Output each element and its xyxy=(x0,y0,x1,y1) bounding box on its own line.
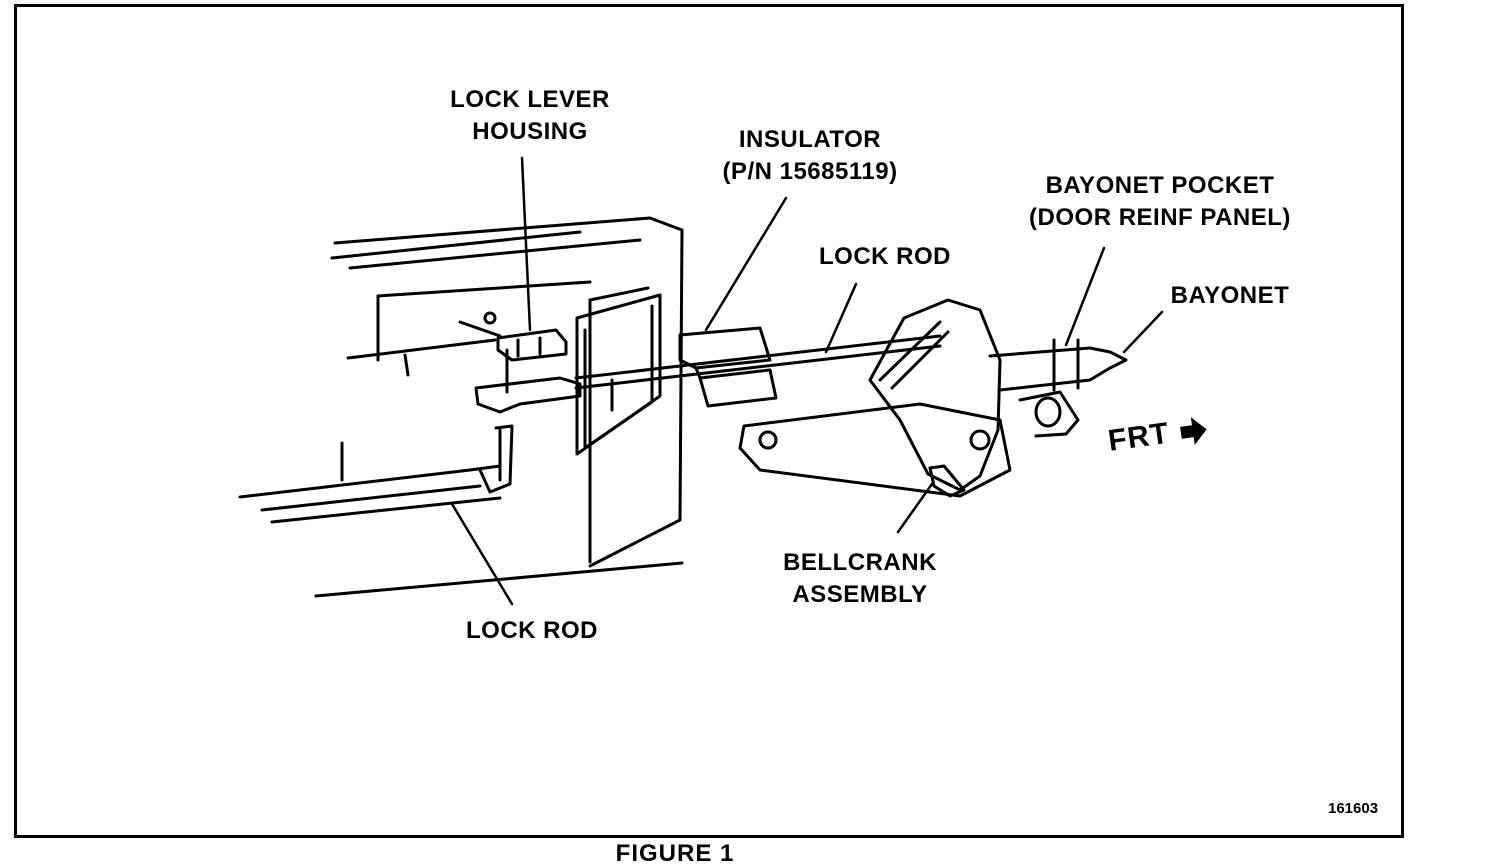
label-frt: FRT xyxy=(1106,416,1172,458)
label-bellcrank-line2: ASSEMBLY xyxy=(792,581,928,608)
lock-lever-housing xyxy=(458,311,568,394)
bayonet xyxy=(988,338,1128,438)
bellcrank-assembly xyxy=(738,298,1012,498)
label-insulator-line1: INSULATOR xyxy=(738,126,882,153)
label-lock-rod-upper: LOCK ROD xyxy=(819,243,951,270)
door-panel xyxy=(238,216,684,598)
diagram-frame xyxy=(14,4,1404,838)
label-bayonet-pocket: BAYONET POCKET (DOOR REINF PANEL) xyxy=(1010,170,1310,234)
label-bayonet-pocket-line2: (DOOR REINF PANEL) xyxy=(1029,204,1291,231)
upper-lock-rod xyxy=(574,334,942,412)
label-bayonet: BAYONET xyxy=(1170,282,1290,309)
leader-lines xyxy=(450,156,1164,606)
label-lock-lever-housing-line2: HOUSING xyxy=(472,118,588,145)
label-bellcrank-assembly: BELLCRANK ASSEMBLY xyxy=(770,547,950,611)
label-insulator: INSULATOR (P/N 15685119) xyxy=(700,124,920,188)
figure-code: 161603 xyxy=(1328,800,1379,817)
lower-lock-rod xyxy=(474,376,582,494)
label-bellcrank-line1: BELLCRANK xyxy=(783,549,937,576)
insulator xyxy=(678,326,778,408)
label-lock-lever-housing: LOCK LEVER HOUSING xyxy=(440,84,620,148)
right-arrow-icon xyxy=(1179,417,1207,446)
label-lock-rod-lower: LOCK ROD xyxy=(466,617,598,644)
figure-caption: FIGURE 1 xyxy=(615,840,735,867)
front-indicator: FRT xyxy=(1106,411,1210,459)
label-bayonet-pocket-line1: BAYONET POCKET xyxy=(1045,172,1275,199)
label-lock-lever-housing-line1: LOCK LEVER xyxy=(450,86,610,113)
label-insulator-part-number: (P/N 15685119) xyxy=(722,158,898,185)
